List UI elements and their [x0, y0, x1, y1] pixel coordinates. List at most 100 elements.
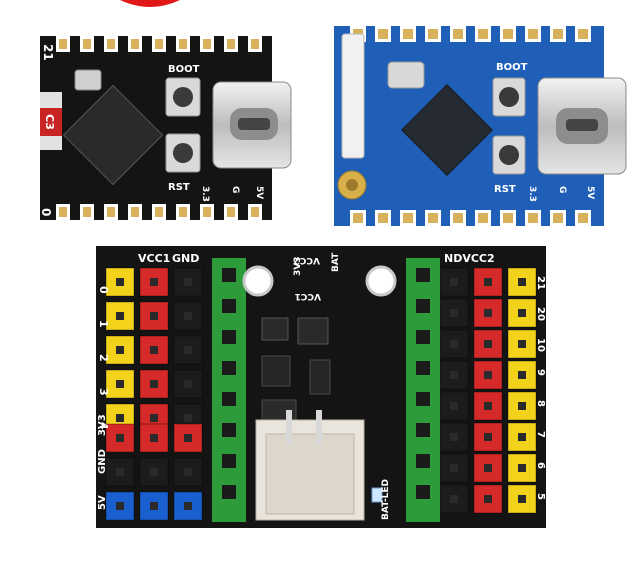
left-pin-number: 0 — [97, 286, 110, 294]
header-pin-row-hole — [184, 468, 192, 476]
left-pin-number: 2 — [97, 354, 110, 362]
header-pin-red-hole — [484, 464, 492, 472]
header-pin-black-hole — [450, 433, 458, 441]
bat-led-label: BAT-LED — [381, 479, 391, 520]
green-header-socket — [416, 330, 430, 344]
c3-label: C3 — [43, 114, 56, 130]
right-pin-number: 5 — [535, 493, 546, 500]
header-pin-yellow-hole — [116, 346, 124, 354]
header-pin-black-hole — [184, 346, 192, 354]
header-pin-yellow-hole — [116, 380, 124, 388]
mounting-hole-left — [242, 265, 274, 297]
castellated-pad-gold — [403, 213, 413, 223]
right-pin-number: 7 — [535, 431, 546, 438]
header-pin-row-hole — [150, 502, 158, 510]
castellated-pad-gold — [251, 39, 259, 49]
castellated-pad-gold — [378, 213, 388, 223]
header-pin-red — [473, 360, 503, 390]
header-pin-red-hole — [484, 495, 492, 503]
castellated-pad-gold — [131, 39, 139, 49]
right-pin-number: 21 — [535, 276, 546, 290]
header-pin-black-hole — [184, 414, 192, 422]
header-pin-black — [173, 369, 203, 399]
green-header-socket — [416, 392, 430, 406]
castellated-pad-gold — [503, 213, 513, 223]
green-header-socket — [416, 485, 430, 499]
green-header-socket — [222, 392, 236, 406]
header-pin-red-hole — [150, 312, 158, 320]
header-pin-yellow-hole — [518, 402, 526, 410]
castellated-pad-gold — [578, 213, 588, 223]
header-pin-red-hole — [484, 402, 492, 410]
mcu-chip — [401, 84, 493, 176]
3v3-center-label: 3V3 — [293, 257, 303, 277]
header-pin-black-hole — [450, 340, 458, 348]
pin-5v-label: 5V — [254, 186, 264, 199]
castellated-pad-gold — [403, 29, 413, 39]
mounting-hole-right — [365, 265, 397, 297]
header-pin-yellow-hole — [518, 371, 526, 379]
right-pin-number: 8 — [535, 400, 546, 407]
mcu-chip — [62, 84, 164, 186]
castellated-pad-gold — [453, 29, 463, 39]
right-pin-number: 20 — [535, 307, 546, 321]
header-pin-yellow-hole — [116, 312, 124, 320]
castellated-pad-gold — [227, 39, 235, 49]
header-pin-yellow — [105, 267, 135, 297]
pin-3v3-label: 3.3 — [527, 186, 537, 202]
castellated-pad-gold — [59, 207, 67, 217]
header-pin-yellow-hole — [518, 433, 526, 441]
header-pin-yellow-hole — [518, 495, 526, 503]
header-pin-red-hole — [484, 309, 492, 317]
header-pin-red-hole — [150, 278, 158, 286]
header-pin-black-hole — [450, 464, 458, 472]
castellated-pad-gold — [528, 213, 538, 223]
green-header-socket — [222, 423, 236, 437]
header-pin-row-hole — [116, 468, 124, 476]
header-pin-row — [173, 423, 203, 453]
vcc2-center-label: VCC2 — [294, 255, 320, 265]
green-header-socket — [416, 454, 430, 468]
header-pin-row-hole — [150, 468, 158, 476]
castellated-pad-gold — [227, 207, 235, 217]
header-pin-yellow-hole — [518, 309, 526, 317]
header-pin-black-hole — [450, 309, 458, 317]
row-3v3-label: 3V3 — [97, 414, 108, 436]
header-pin-row-hole — [116, 434, 124, 442]
left-pin-number: 3 — [97, 388, 110, 396]
pin-g-label: G — [230, 186, 240, 193]
header-pin-red-hole — [484, 371, 492, 379]
ndvcc2-label: NDVCC2 — [444, 252, 495, 265]
boot-label: BOOT — [496, 62, 528, 73]
header-pin-black-hole — [184, 312, 192, 320]
castellated-pad-gold — [203, 207, 211, 217]
castellated-pad-gold — [428, 213, 438, 223]
castellated-pad-gold — [553, 29, 563, 39]
ceramic-antenna — [341, 33, 365, 159]
bat-center-label: BAT — [331, 252, 341, 272]
left-pin-number: 1 — [97, 320, 110, 328]
header-pin-yellow-hole — [116, 278, 124, 286]
crystal — [74, 69, 102, 91]
left-pin-number: 4 — [97, 422, 110, 430]
castellated-pad-gold — [155, 207, 163, 217]
castellated-pad-gold — [478, 213, 488, 223]
red-logo-fragment — [120, 0, 180, 7]
header-pin-row-hole — [184, 502, 192, 510]
castellated-pad-gold — [179, 39, 187, 49]
crystal — [387, 61, 425, 89]
castellated-pad-gold — [107, 207, 115, 217]
rst-label: RST — [494, 184, 516, 195]
header-pin-red-hole — [150, 414, 158, 422]
header-pin-red — [139, 335, 169, 365]
castellated-pad-gold — [59, 39, 67, 49]
castellated-pad-gold — [203, 39, 211, 49]
header-pin-black-hole — [450, 495, 458, 503]
header-pin-yellow-hole — [116, 414, 124, 422]
header-pin-row-hole — [116, 502, 124, 510]
header-pin-yellow-hole — [518, 278, 526, 286]
blue-esp32-board: BOOT RST 3.3 G 5V — [334, 26, 627, 226]
diode — [309, 359, 331, 395]
